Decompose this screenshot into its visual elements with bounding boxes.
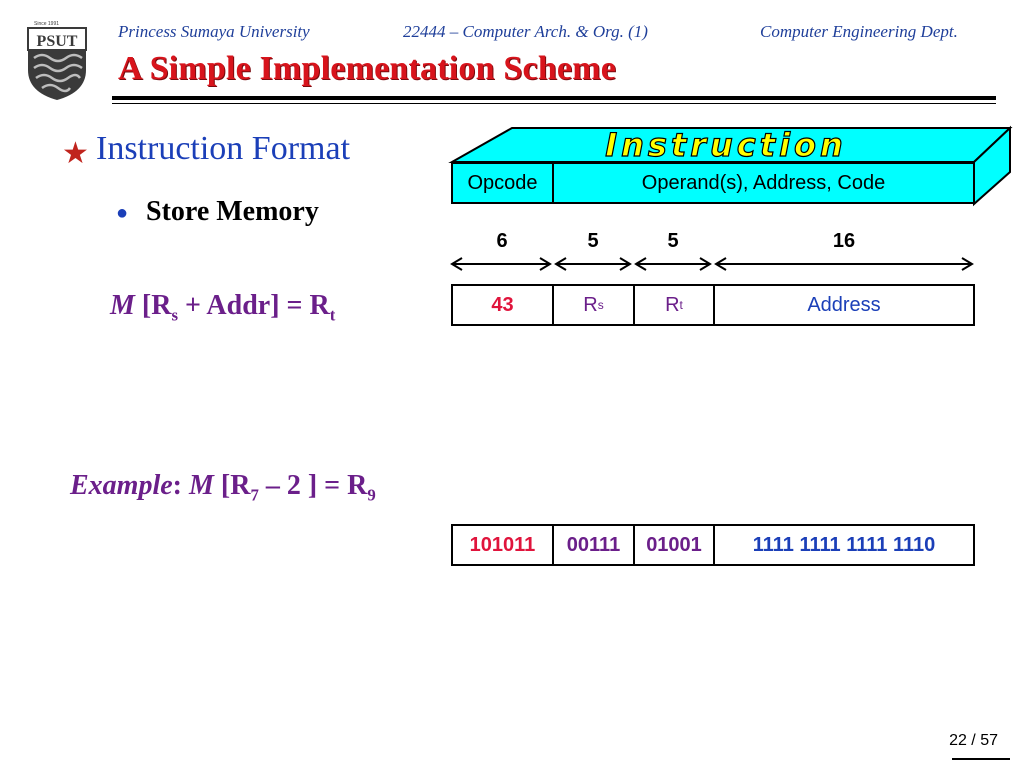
field-address: Address [713,284,975,326]
department-name: Computer Engineering Dept. [760,22,958,41]
store-formula: M [Rs + Addr] = Rt [110,290,336,325]
example-rt-bits: 01001 [633,524,715,566]
example-opcode-bits: 101011 [451,524,554,566]
bit-width-rs: 5 [587,230,599,252]
bullet-text: Store Memory [146,196,319,227]
star-icon: ★ [62,137,89,170]
bit-width-rt: 5 [667,230,679,252]
logo-text: PSUT [37,33,78,50]
bit-width-opcode: 6 [496,230,508,252]
title-rule-thin [112,103,996,104]
title-rule-thick [112,96,996,100]
page-number: 22 / 57 [949,732,998,749]
psut-logo: PSUT Since 1991 [27,21,87,100]
instruction-box: Instruction [448,125,1013,207]
university-name: Princess Sumaya University [118,22,310,41]
opcode-cell: Opcode [451,162,554,204]
page-number-rule [952,758,1010,760]
bullet-icon: ● [116,202,129,224]
bit-width-address: 16 [832,230,856,252]
logo-since: Since 1991 [34,21,59,27]
bit-width-arrows [450,257,974,271]
operands-cell: Operand(s), Address, Code [552,162,975,204]
instruction-label: Instruction [605,126,847,164]
course-name: 22444 – Computer Arch. & Org. (1) [403,22,648,41]
section-heading: Instruction Format [96,130,351,167]
example-address-bits: 1111 1111 1111 1110 [713,524,975,566]
example-rs-bits: 00111 [552,524,635,566]
slide-title: A Simple Implementation Scheme [118,50,617,87]
example-formula: Example: M [R7 – 2 ] = R9 [70,470,376,505]
field-opcode-43: 43 [451,284,554,326]
